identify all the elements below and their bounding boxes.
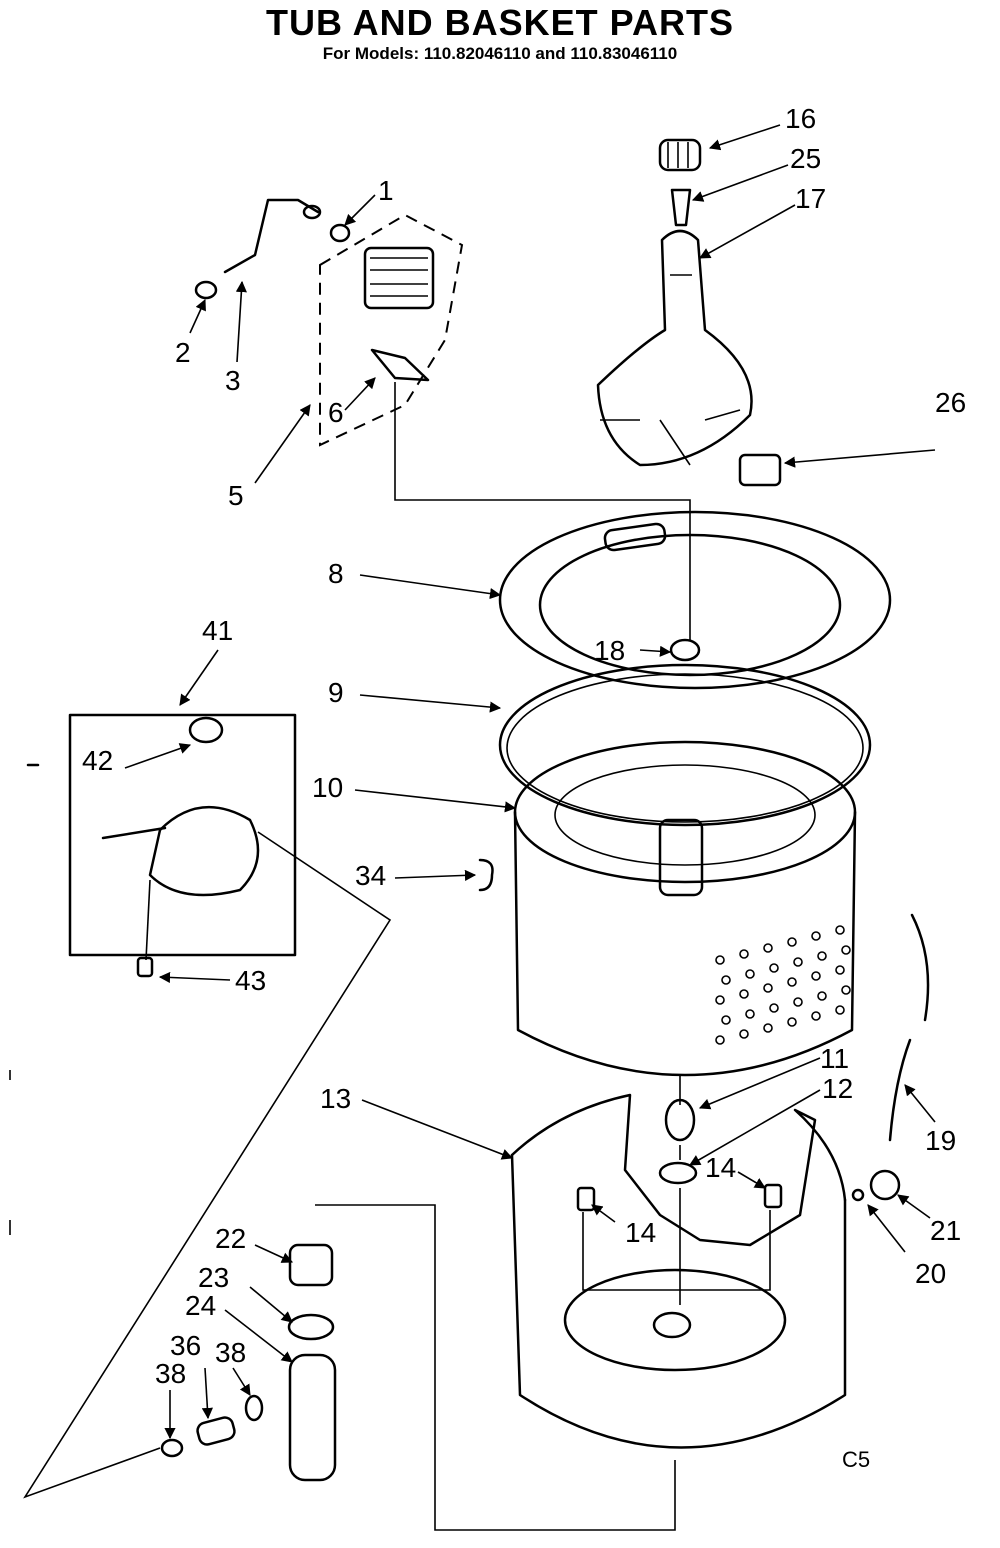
tub-ring	[498, 510, 892, 690]
callout-22: 22	[215, 1223, 246, 1254]
part-11	[664, 1098, 696, 1142]
basket-hole	[835, 925, 845, 935]
basket-hole	[811, 931, 821, 941]
pump-assembly	[68, 713, 297, 978]
callout-10: 10	[312, 772, 343, 803]
callout-labels: 1 2 3 5 6 8 9 10 11 12 13 14 14 16 17 18…	[82, 103, 966, 1472]
callout-14-right: 14	[705, 1152, 736, 1183]
basket-hole	[835, 1005, 845, 1015]
callout-6: 6	[328, 397, 344, 428]
part-14a	[576, 1186, 596, 1212]
callout-26: 26	[935, 387, 966, 418]
basket-hole	[793, 997, 803, 1007]
callout-9: 9	[328, 677, 344, 708]
basket-hole	[769, 963, 779, 973]
callout-23: 23	[198, 1262, 229, 1293]
callout-12: 12	[822, 1073, 853, 1104]
corner-code: C5	[842, 1447, 870, 1472]
basket-hole	[721, 975, 731, 985]
wash-basket	[513, 740, 857, 1077]
basket-hole	[715, 1035, 725, 1045]
basket-hole	[787, 977, 797, 987]
callout-38-left: 38	[155, 1358, 186, 1389]
callout-20: 20	[915, 1258, 946, 1289]
callout-3: 3	[225, 365, 241, 396]
callout-25: 25	[790, 143, 821, 174]
callout-16: 16	[785, 103, 816, 134]
callout-11: 11	[820, 1043, 849, 1074]
basket-hole	[763, 943, 773, 953]
basket-hole	[739, 989, 749, 999]
basket-hole	[811, 971, 821, 981]
callout-leaders	[124, 124, 936, 1440]
diagram-subtitle: For Models: 110.82046110 and 110.8304611…	[322, 44, 678, 63]
basket-hole	[811, 1011, 821, 1021]
part-34	[478, 858, 494, 892]
basket-hole	[739, 1029, 749, 1039]
callout-8: 8	[328, 558, 344, 589]
part-19	[888, 913, 930, 1142]
basket-hole	[745, 1009, 755, 1019]
basket-hole	[793, 957, 803, 967]
callout-24: 24	[185, 1290, 216, 1321]
basket-hole	[835, 965, 845, 975]
drain-parts	[160, 1243, 337, 1482]
basket-hole	[763, 983, 773, 993]
callout-1: 1	[378, 175, 394, 206]
basket-hole	[715, 995, 725, 1005]
callout-36: 36	[170, 1330, 201, 1361]
basket-hole	[745, 969, 755, 979]
basket-hole	[715, 955, 725, 965]
basket-hole	[817, 991, 827, 1001]
callout-43: 43	[235, 965, 266, 996]
basket-hole	[739, 949, 749, 959]
callout-17: 17	[795, 183, 826, 214]
part-14b	[763, 1183, 783, 1209]
basket-hole	[721, 1015, 731, 1025]
callout-34: 34	[355, 860, 386, 891]
callout-21: 21	[930, 1215, 961, 1246]
callout-42: 42	[82, 745, 113, 776]
basket-hole	[841, 945, 851, 955]
basket-hole	[841, 985, 851, 995]
diagram-title: TUB AND BASKET PARTS	[266, 2, 734, 43]
callout-38-right: 38	[215, 1337, 246, 1368]
callout-2: 2	[175, 337, 191, 368]
basket-hole	[763, 1023, 773, 1033]
part-26	[738, 453, 782, 487]
callout-5: 5	[228, 480, 244, 511]
inlet-switch-assembly	[194, 198, 464, 447]
part-20	[851, 1188, 865, 1202]
tub-gasket	[498, 663, 872, 827]
callout-13: 13	[320, 1083, 351, 1114]
basket-hole	[817, 951, 827, 961]
callout-14-left: 14	[625, 1217, 656, 1248]
basket-hole	[769, 1003, 779, 1013]
basket-hole	[787, 1017, 797, 1027]
callout-41: 41	[202, 615, 233, 646]
callout-19: 19	[925, 1125, 956, 1156]
agitator	[596, 138, 753, 467]
callout-18: 18	[594, 635, 625, 666]
outer-tub	[510, 1093, 847, 1449]
part-12	[658, 1161, 698, 1185]
basket-hole	[787, 937, 797, 947]
part-21	[869, 1169, 901, 1201]
